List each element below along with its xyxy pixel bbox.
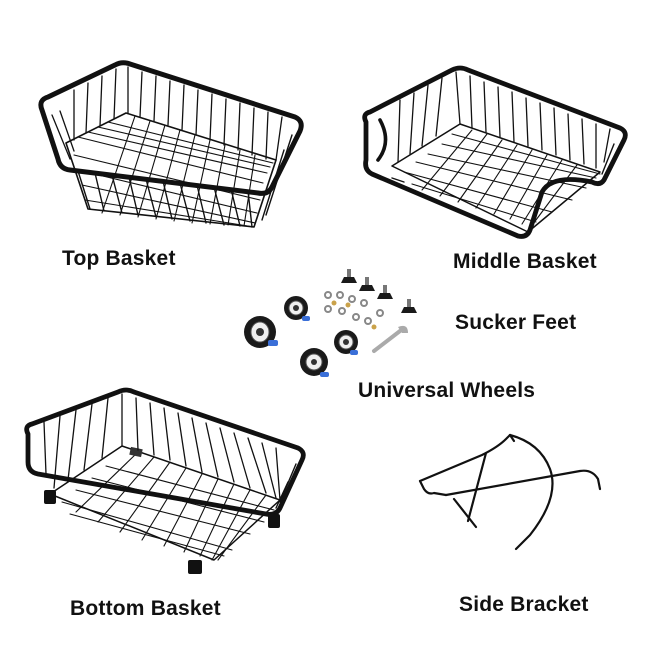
wire-basket-with-feet-icon xyxy=(24,387,306,574)
wire-bracket-icon xyxy=(418,433,602,551)
universal-wheels-label: Universal Wheels xyxy=(358,379,536,402)
wire-basket-front-dip-icon xyxy=(362,65,628,239)
wire-basket-icon xyxy=(38,60,304,228)
caster-wheel-icon xyxy=(244,296,358,377)
sucker-feet-image xyxy=(318,265,428,360)
top-basket-label: Top Basket xyxy=(62,247,176,270)
universal-wheels-image xyxy=(238,290,368,390)
side-bracket-label: Side Bracket xyxy=(459,593,589,616)
middle-basket-image xyxy=(352,62,632,242)
side-bracket-image xyxy=(410,425,610,560)
suction-foot-icon xyxy=(324,269,417,353)
sucker-feet-label: Sucker Feet xyxy=(455,311,577,334)
bottom-basket-label: Bottom Basket xyxy=(70,597,221,620)
bottom-basket-image xyxy=(18,382,318,582)
middle-basket-label: Middle Basket xyxy=(453,250,597,273)
top-basket-image xyxy=(30,55,310,245)
